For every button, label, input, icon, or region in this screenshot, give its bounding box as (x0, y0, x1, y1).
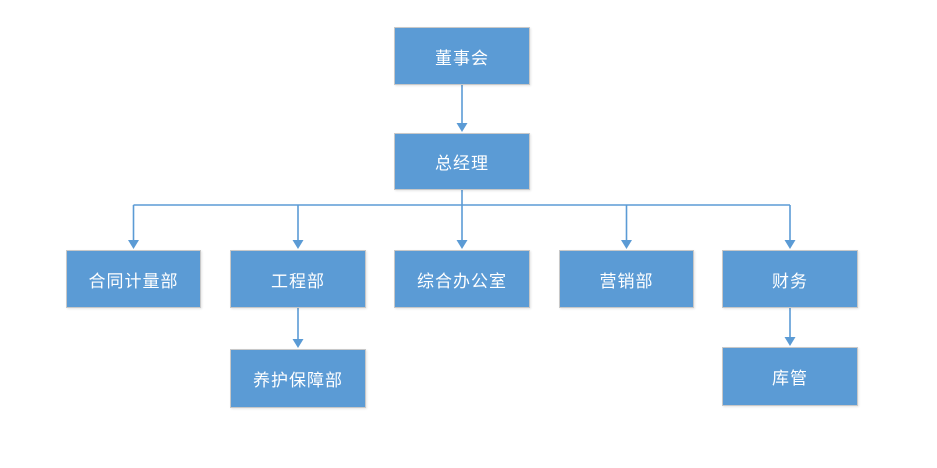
org-node-general-office-label: 综合办公室 (417, 271, 507, 291)
arrowhead-marketing (621, 240, 632, 249)
org-node-marketing-dept-label: 营销部 (599, 271, 654, 291)
arrowhead-maintenance (292, 339, 304, 348)
org-node-marketing-dept[interactable]: 营销部 (559, 250, 694, 308)
arrowhead-finance (784, 240, 796, 249)
arrowhead-contract (128, 240, 139, 249)
arrowhead-gm (456, 123, 468, 132)
org-node-warehouse-keeper-label: 库管 (772, 369, 808, 388)
org-node-finance-label: 财务 (772, 271, 808, 291)
org-node-maintenance-support-dept-label: 养护保障部 (253, 371, 343, 390)
org-node-engineering-dept-label: 工程部 (271, 271, 325, 291)
org-node-board-label: 董事会 (435, 48, 489, 68)
org-node-warehouse-keeper[interactable]: 库管 (722, 347, 858, 406)
org-node-engineering-dept[interactable]: 工程部 (230, 250, 366, 308)
org-node-general-manager[interactable]: 总经理 (394, 133, 530, 190)
org-node-general-office[interactable]: 综合办公室 (394, 250, 530, 308)
org-node-board[interactable]: 董事会 (394, 27, 530, 85)
org-node-contract-measurement-dept[interactable]: 合同计量部 (66, 250, 201, 308)
org-node-finance[interactable]: 财务 (722, 250, 858, 308)
arrowhead-office (456, 240, 468, 249)
org-node-general-manager-label: 总经理 (435, 154, 489, 173)
org-node-contract-measurement-dept-label: 合同计量部 (88, 271, 179, 291)
arrowhead-warehouse (784, 337, 796, 346)
org-node-maintenance-support-dept[interactable]: 养护保障部 (230, 349, 366, 408)
arrowhead-engineering (292, 240, 304, 249)
